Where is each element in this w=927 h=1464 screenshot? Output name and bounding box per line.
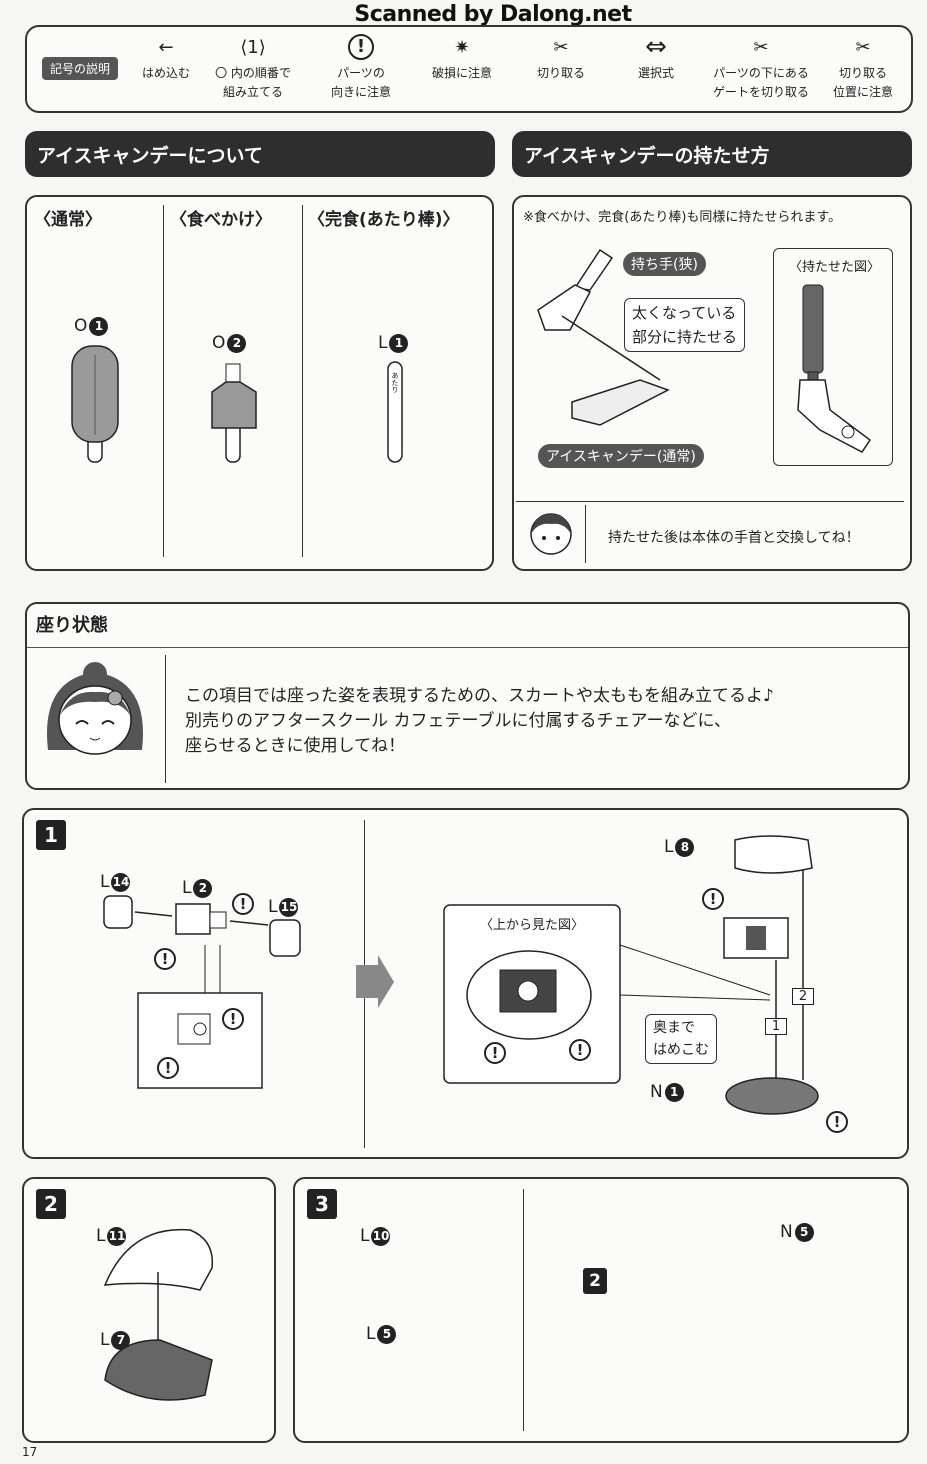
caution-icon: ! xyxy=(484,1042,506,1064)
order-marker: 1 xyxy=(765,1018,787,1035)
caution-icon: ! xyxy=(157,1057,179,1079)
sitting-description: この項目では座った姿を表現するための、スカートや太ももを組み立てるよ♪別売りのア… xyxy=(185,686,774,756)
hand-label: 持ち手(狭) xyxy=(623,252,706,276)
arrow-left-icon: ← xyxy=(158,36,174,58)
divider xyxy=(585,505,586,563)
caution-icon: ! xyxy=(222,1008,244,1030)
caution-icon: ! xyxy=(569,1039,591,1061)
legend-item-gate-cut: ✂パーツの下にあるゲートを切り取る xyxy=(706,32,816,102)
holding-footer: 持たせた後は本体の手首と交換してね！ xyxy=(608,530,860,546)
step-number: 3 xyxy=(307,1189,337,1219)
legend-item-insert: ←はめ込む xyxy=(111,32,221,83)
about-header: アイスキャンデーについて xyxy=(25,131,495,177)
legend-title: 記号の説明 xyxy=(42,57,119,80)
order-marker: 2 xyxy=(792,988,814,1005)
caution-icon: ! xyxy=(154,948,176,970)
symbol-legend xyxy=(25,25,913,113)
choice-icon: ⇔ xyxy=(645,31,667,62)
divider xyxy=(27,647,908,648)
label-half-eaten: 〈食べかけ〉 xyxy=(170,210,272,230)
divider xyxy=(165,655,166,783)
divider xyxy=(302,205,303,557)
character-avatar xyxy=(530,513,572,555)
divider xyxy=(516,501,904,502)
held-view-title: 〈持たせた図〉 xyxy=(789,260,881,275)
legend-item-choice: ⇔選択式 xyxy=(601,32,711,83)
step-number: 1 xyxy=(36,820,66,850)
popsicle-illustrations xyxy=(71,345,403,463)
hint-bubble: 太くなっている部分に持たせる xyxy=(624,298,746,352)
label-finished: 〈完食(あたり棒)〉 xyxy=(308,210,460,230)
cut-position-icon: ✂ xyxy=(855,36,871,58)
legend-item-order: ⟨1⟩〇 内の順番で組み立てる xyxy=(198,32,308,102)
caution-icon: ! xyxy=(826,1111,848,1133)
caution-icon: ! xyxy=(232,893,254,915)
caution-direction-icon: ! xyxy=(306,32,416,62)
sub-step-number: 2 xyxy=(583,1268,607,1294)
sitting-header: 座り状態 xyxy=(36,615,108,636)
held-view-frame xyxy=(773,248,893,466)
holding-header: アイスキャンデーの持たせ方 xyxy=(512,131,912,177)
hand-and-candy-illustration xyxy=(537,248,872,453)
divider xyxy=(163,205,164,557)
legend-item-break: ✷破損に注意 xyxy=(407,32,517,83)
stick-text: あたり xyxy=(391,372,399,393)
page-number: 17 xyxy=(22,1445,38,1459)
holding-note: ※食べかけ、完食(あたり棒)も同様に持たせられます。 xyxy=(523,210,842,225)
hint-bubble: 奥まではめこむ xyxy=(645,1014,717,1064)
character-avatar xyxy=(46,662,144,755)
caution-icon: ! xyxy=(702,888,724,910)
top-view-title: 〈上から見た図〉 xyxy=(480,918,585,933)
divider xyxy=(523,1189,524,1431)
legend-item-cut-position: ✂切り取る位置に注意 xyxy=(808,32,918,102)
watermark: Scanned by Dalong.net xyxy=(354,2,632,27)
cut-icon: ✂ xyxy=(553,36,569,58)
gate-cut-icon: ✂ xyxy=(753,36,769,58)
step-3-panel xyxy=(293,1177,909,1443)
label-normal: 〈通常〉 xyxy=(34,210,102,230)
legend-item-cut: ✂切り取る xyxy=(506,32,616,83)
step-number: 2 xyxy=(36,1189,66,1219)
step-1-illustration xyxy=(103,835,819,1115)
sitting-panel xyxy=(25,602,910,790)
step-order-icon: ⟨1⟩ xyxy=(240,36,266,58)
legend-item-direction: !パーツの向きに注意 xyxy=(306,32,416,102)
candy-label: アイスキャンデー(通常) xyxy=(538,444,704,468)
break-caution-icon: ✷ xyxy=(454,36,470,58)
holding-panel xyxy=(512,195,912,571)
